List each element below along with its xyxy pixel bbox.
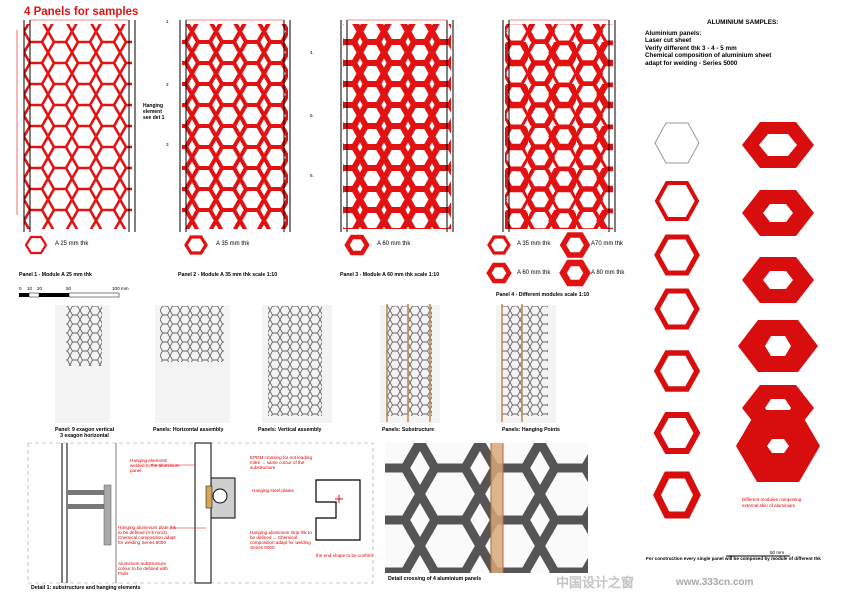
scale-label-50: 50 xyxy=(66,286,72,291)
mark-1: 1 xyxy=(166,19,169,24)
aluminium-scale-label: 50 mm xyxy=(770,550,785,555)
mark-2: 2 xyxy=(166,82,169,87)
panel-1-caption: Panel 1 - Module A 25 mm thk xyxy=(19,272,92,278)
mark-4: 4. xyxy=(310,50,314,55)
legend-label-p4-3: A 60 mm thk xyxy=(517,270,551,276)
legend-label-p4-1: A 35 mm thk xyxy=(517,241,551,247)
legend-hex-a60b xyxy=(486,262,512,284)
scale-label-0: 0 xyxy=(19,286,22,291)
legend-hex-a80 xyxy=(559,259,591,287)
legend-hex-a35b xyxy=(487,235,511,255)
scale-label-10: 10 xyxy=(27,286,33,291)
scale-label-20: 20 xyxy=(37,286,43,291)
scale-label-100: 100 mm xyxy=(112,286,129,291)
panel-2-caption: Panel 2 - Module A 35 mm thk scale 1:10 xyxy=(178,272,278,278)
page-title: 4 Panels for samples xyxy=(24,6,139,18)
detail1-note-4: EPDM crossing for not leading mitre ... … xyxy=(250,455,313,470)
render-panel-5 xyxy=(496,304,556,423)
legend-hex-a25 xyxy=(24,235,48,255)
scale-bar xyxy=(19,292,120,298)
aluminium-red-note: Different modules composing external ski… xyxy=(742,497,802,508)
detail2-caption: Detail crossing of 4 aluminium panels xyxy=(388,576,482,582)
aluminium-samples xyxy=(653,122,820,557)
detail1-note-2: Hanging aluminium plate thk to be define… xyxy=(118,525,176,545)
render-panel-3 xyxy=(262,305,332,423)
legend-label-a25: A 25 mm thk xyxy=(55,241,89,247)
render-panel-1 xyxy=(55,305,110,423)
legend-hex-a35 xyxy=(184,235,208,255)
legend-hex-a70 xyxy=(559,232,591,258)
mark-3: 3 xyxy=(166,142,169,147)
detail1-note-5: Hanging steel plates xyxy=(252,488,294,493)
detail-1-drawing xyxy=(27,442,374,584)
watermark-site: www.333cn.com xyxy=(676,577,754,588)
legend-label-a35: A 35 mm thk xyxy=(216,241,250,247)
mark-6: 6. xyxy=(310,173,314,178)
render-caption-2: Panels: Horizontal assembly xyxy=(153,427,224,433)
panel-1-drawing xyxy=(16,19,136,232)
mark-5: 5. xyxy=(310,113,314,118)
aluminium-title: ALUMINIUM SAMPLES: xyxy=(707,19,779,26)
render-caption-4: Panels: Substructure xyxy=(382,427,435,433)
legend-label-a60: A 60 mm thk xyxy=(377,241,411,247)
detail1-note-7: the end shape to be confirm xyxy=(316,553,373,558)
detail-2-drawing xyxy=(385,443,588,573)
render-panel-4 xyxy=(380,304,440,423)
hanging-note: Hanging element see det 1 xyxy=(143,103,165,121)
panel-3-drawing xyxy=(340,19,454,232)
panel-2-drawing xyxy=(179,19,291,232)
render-caption-5: Panels: Hanging Points xyxy=(502,427,560,433)
aluminium-footer: For construction every single panel will… xyxy=(646,556,821,561)
aluminium-notes: Aluminium panels: Laser cut sheet Verify… xyxy=(645,30,772,67)
panel-4-drawing xyxy=(502,19,616,232)
panel-3-caption: Panel 3 - Module A 60 mm thk scale 1:10 xyxy=(340,272,440,278)
detail1-note-3: Aluminium substructure colour to be defi… xyxy=(118,561,168,576)
legend-hex-a60 xyxy=(344,234,370,256)
detail1-note-1: Hanging elements welded to the aluminium… xyxy=(130,458,180,473)
detail1-note-6: Hanging aluminium strip thk to be define… xyxy=(250,530,312,550)
detail1-caption: Detail 1: substructure and hanging eleme… xyxy=(31,585,141,591)
legend-label-p4-4: A 80 mm thk xyxy=(591,270,625,276)
watermark-cn: 中国设计之窗 xyxy=(556,575,635,590)
render-caption-1: Panel: 9 exagon vertical 3 exagon horizo… xyxy=(54,427,115,439)
panel-4-caption: Panel 4 - Different modules scale 1:10 xyxy=(496,292,590,298)
render-panel-2 xyxy=(155,305,230,423)
legend-label-p4-2: A70 mm thk xyxy=(591,241,624,247)
render-caption-3: Panels: Vertical assembly xyxy=(258,427,322,433)
